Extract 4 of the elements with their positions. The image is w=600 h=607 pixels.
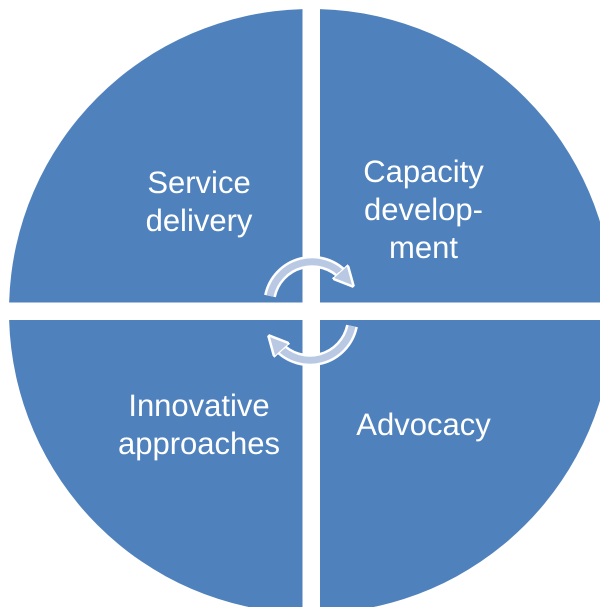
quadrant-label: Capacity develop-ment xyxy=(362,153,485,267)
quadrant-label: Innovative approaches xyxy=(116,386,281,462)
quadrant-label: Service delivery xyxy=(144,164,254,240)
quadrant-label: Advocacy xyxy=(355,406,492,444)
